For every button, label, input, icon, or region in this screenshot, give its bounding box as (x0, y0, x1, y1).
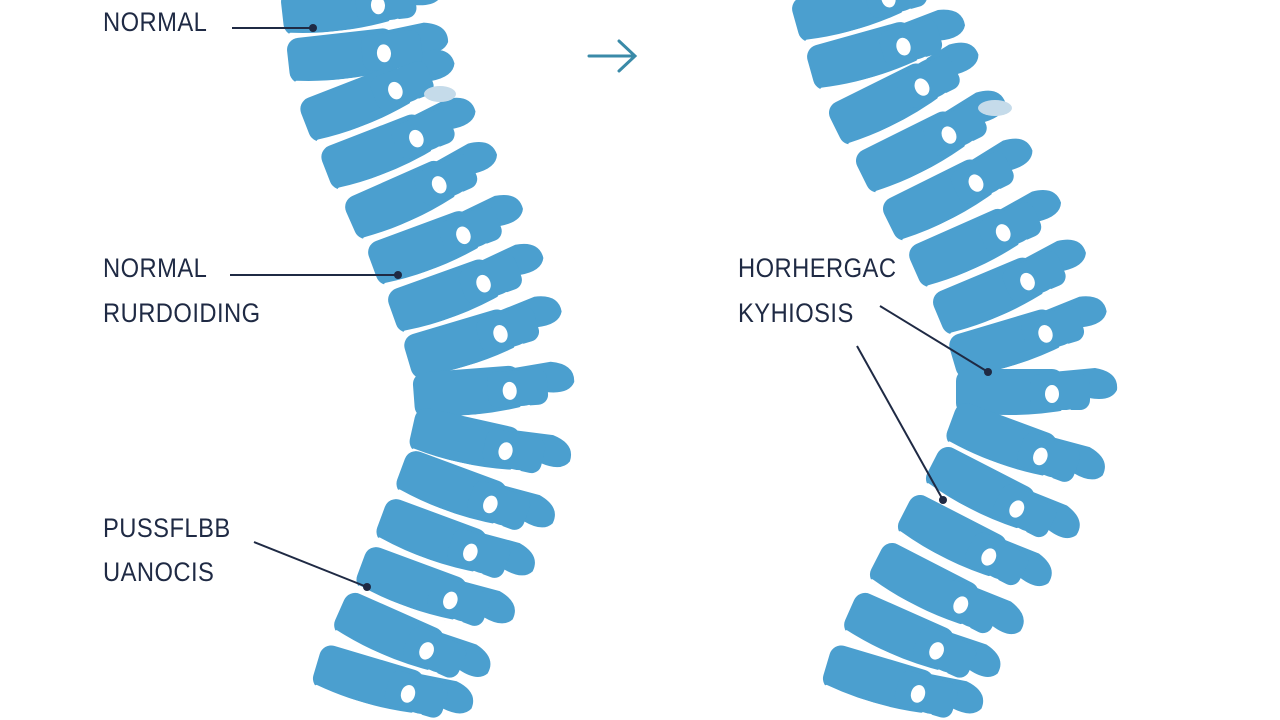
label-uanocis: UANOCIS (103, 557, 215, 587)
vertebra (956, 369, 1090, 419)
vertebra (312, 645, 448, 718)
vertebra (807, 19, 943, 91)
leader-dot (363, 583, 371, 591)
label-kyhiosis: KYHIOSIS (738, 298, 854, 328)
label-rurdoiding: RURDOIDING (103, 298, 261, 328)
vertebra (882, 151, 1014, 242)
vertebra (844, 592, 977, 678)
right-faint-process (978, 100, 1012, 116)
arrow-right-icon (587, 39, 638, 73)
normal-spine (281, 0, 575, 718)
vertebra (822, 645, 958, 718)
vertebra (409, 408, 546, 474)
leader-kyhiosis-b (856, 345, 944, 501)
kyphosis-spine (792, 0, 1118, 718)
vertebra (897, 495, 1029, 586)
leader-dot (984, 368, 992, 376)
left-faint-process (424, 86, 456, 102)
vertebra (909, 202, 1042, 289)
leader-dot (394, 271, 402, 279)
label-normal-top: NORMAL (103, 7, 208, 37)
vertebra (334, 592, 467, 678)
vertebra (855, 103, 987, 194)
leader-kyhiosis-a (879, 305, 989, 373)
leader-dot (939, 496, 947, 504)
vertebra (792, 0, 928, 43)
vertebra (376, 499, 511, 578)
label-pussflbb: PUSSFLBB (103, 513, 231, 543)
vertebra (869, 543, 1001, 634)
leader-lines (230, 24, 992, 591)
vertebra (933, 251, 1066, 336)
vertebra (388, 254, 522, 334)
vertebra (321, 109, 455, 191)
vertebra (356, 547, 491, 626)
leader-pussflbb (253, 541, 368, 588)
label-horhergac: HORHERGAC (738, 253, 897, 283)
vertebra (396, 451, 531, 530)
vertebra (925, 447, 1057, 538)
vertebra (300, 61, 434, 143)
label-normal-mid: NORMAL (103, 253, 208, 283)
vertebra (412, 365, 549, 419)
vertebra (946, 403, 1081, 482)
vertebra (345, 154, 478, 241)
vertebra (281, 0, 417, 36)
vertebra (368, 206, 502, 286)
vertebra (287, 28, 423, 84)
leader-dot (309, 24, 317, 32)
vertebra (828, 55, 960, 146)
